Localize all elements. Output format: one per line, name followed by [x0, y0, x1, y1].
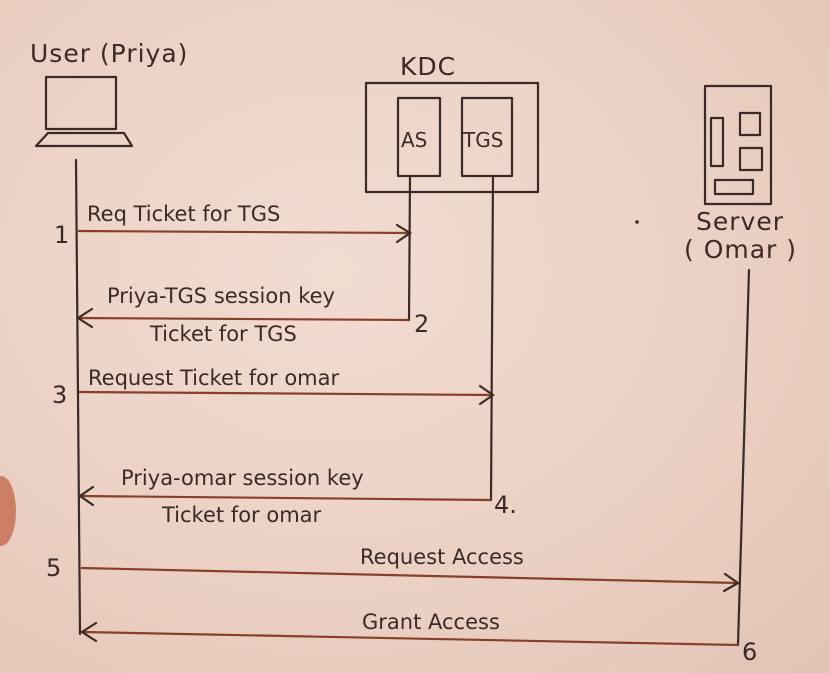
message-3-label: Request Ticket for omar: [88, 366, 340, 390]
message-2-label: Priya-TGS session key: [107, 284, 335, 308]
server-lifeline: [736, 268, 751, 647]
step-6-number: 6: [742, 638, 757, 666]
as-lifeline: [407, 174, 412, 322]
tgs-label: TGS: [462, 128, 503, 152]
user-lifeline: [74, 158, 82, 636]
message-1-label: Req Ticket for TGS: [87, 202, 280, 226]
message-5-label: Request Access: [360, 545, 524, 569]
message-4-sublabel: Ticket for omar: [161, 503, 322, 527]
message-3-arrow: [78, 384, 495, 406]
as-label: AS: [401, 128, 427, 152]
server-label-line2: ( Omar ): [684, 235, 797, 264]
server-icon: [703, 84, 773, 206]
message-2-arrow: [75, 307, 410, 329]
step-2-number: 2: [414, 310, 429, 338]
message-4-label: Priya-omar session key: [121, 466, 364, 490]
laptop-icon: [34, 75, 134, 148]
server-label-line1: Server: [696, 207, 784, 236]
message-1-arrow: [77, 223, 413, 244]
tgs-lifeline: [489, 174, 495, 502]
stray-dot: [635, 220, 639, 224]
user-label: User (Priya): [30, 39, 188, 68]
step-5-number: 5: [46, 554, 61, 582]
kdc-label: KDC: [400, 52, 456, 81]
step-1-number: 1: [54, 221, 69, 249]
message-6-label: Grant Access: [362, 610, 500, 634]
message-4-arrow: [78, 485, 492, 507]
message-5-arrow: [80, 566, 741, 593]
step-3-number: 3: [52, 381, 67, 409]
message-6-arrow: [79, 621, 739, 647]
kdc-box: [364, 81, 540, 194]
message-2-sublabel: Ticket for TGS: [149, 322, 297, 346]
thumb-shadow: [0, 476, 16, 546]
step-4-number: 4.: [494, 491, 517, 519]
